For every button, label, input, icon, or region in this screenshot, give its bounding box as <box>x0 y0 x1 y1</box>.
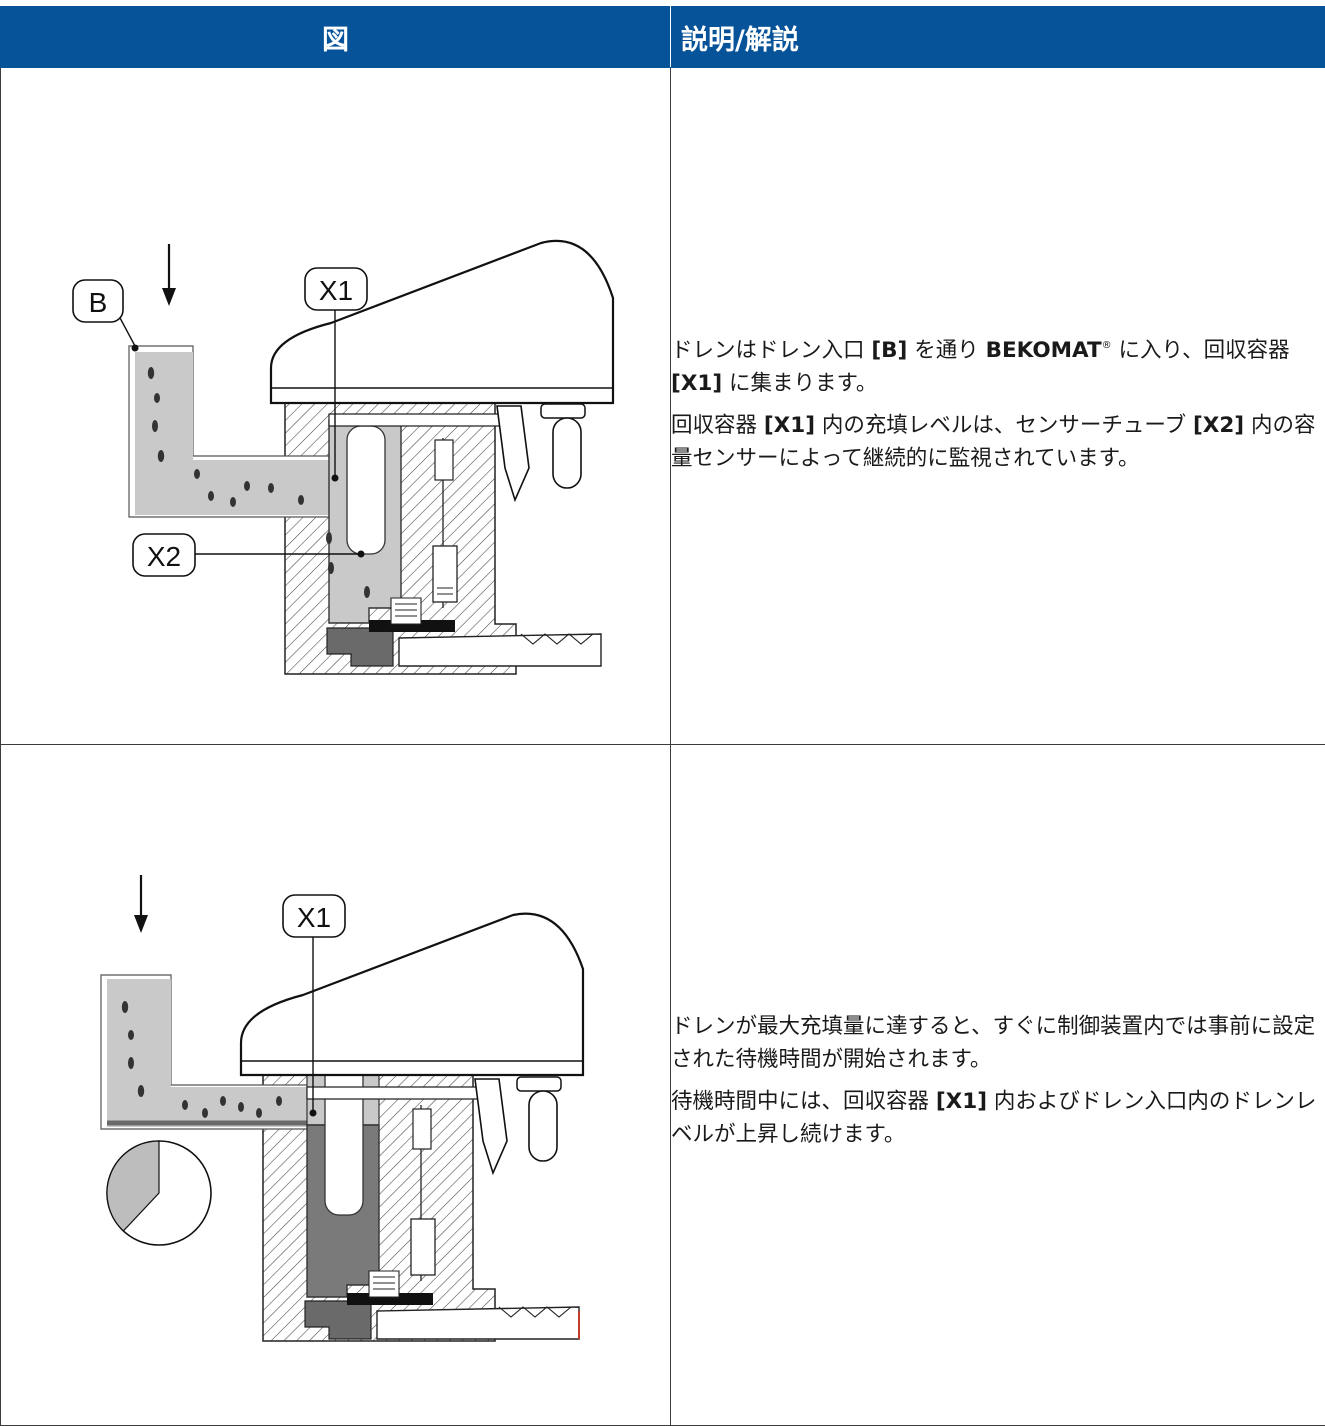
bekomat-cover <box>271 241 613 403</box>
sensor-tube <box>347 426 385 554</box>
bekomat-cover <box>241 914 583 1075</box>
cable-gland <box>475 1079 507 1173</box>
outlet-hose <box>399 634 601 666</box>
figure-cell-2: X1 <box>1 745 671 1426</box>
description-paragraph: 待機時間中には、回収容器 [X1] 内およびドレン入口内のドレンレベルが上昇し続… <box>671 1085 1325 1151</box>
description-paragraph: ドレンはドレン入口 [B] を通り BEKOMAT® に入り、回収容器 [X1]… <box>671 329 1325 400</box>
cable-gland <box>497 406 529 500</box>
outlet-hose <box>377 1307 579 1339</box>
label-x1-text: X1 <box>319 275 353 306</box>
electrical-connector <box>529 1091 557 1161</box>
table-row: X1 ドレンが最大充填量に達すると、すぐに制御装置内では事前に設定された待機時間… <box>1 745 1325 1426</box>
flow-arrow-icon <box>134 875 148 933</box>
description-paragraph: 回収容器 [X1] 内の充填レベルは、センサーチューブ [X2] 内の容量センサ… <box>671 409 1325 475</box>
header-description: 説明/解説 <box>671 7 1325 68</box>
label-x2-text: X2 <box>147 541 181 572</box>
table-header-row: 図 説明/解説 <box>1 7 1325 68</box>
description-paragraph: ドレンが最大充填量に達すると、すぐに制御装置内では事前に設定された待機時間が開始… <box>671 1010 1325 1076</box>
label-x1-text: X1 <box>297 902 331 933</box>
timer-pie-icon <box>107 1141 211 1245</box>
electrical-connector <box>553 418 581 488</box>
drain-level-diagram: X1 <box>1 745 669 1425</box>
drain-inlet-diagram: B X1 X2 <box>1 68 669 744</box>
description-cell-2: ドレンが最大充填量に達すると、すぐに制御装置内では事前に設定された待機時間が開始… <box>671 745 1325 1426</box>
flow-arrow-icon <box>162 244 176 306</box>
label-b-text: B <box>89 287 108 318</box>
table-row: B X1 X2 ドレンはドレン入口 [B] を通り BEKOMAT® に入り、回… <box>1 68 1325 745</box>
description-cell-1: ドレンはドレン入口 [B] を通り BEKOMAT® に入り、回収容器 [X1]… <box>671 68 1325 745</box>
header-figure: 図 <box>1 7 671 68</box>
figure-cell-1: B X1 X2 <box>1 68 671 745</box>
instruction-table: 図 説明/解説 <box>0 6 1325 1426</box>
